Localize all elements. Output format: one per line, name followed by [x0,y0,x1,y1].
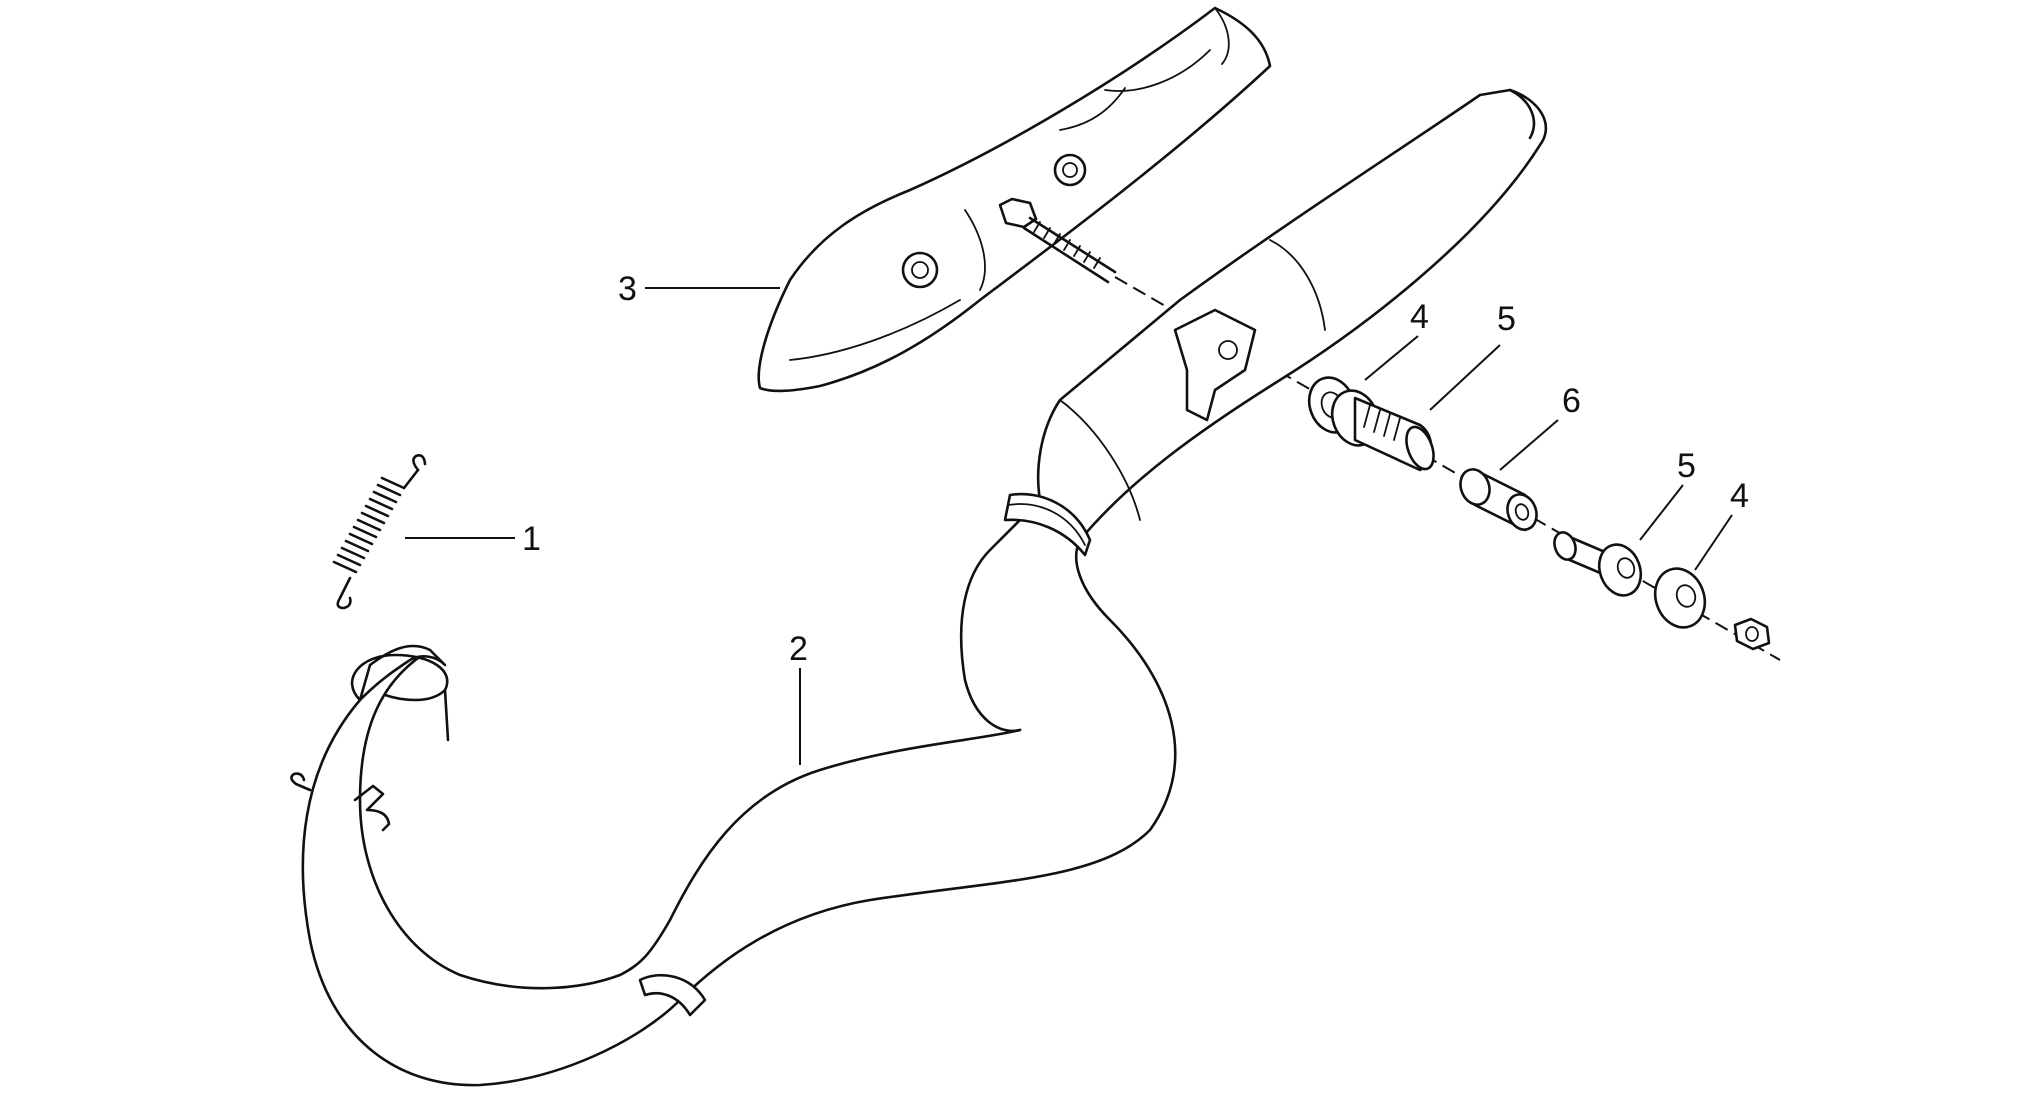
spring-icon [332,454,427,610]
rubber-bush-icon-2 [1553,531,1643,597]
rubber-bush-icon [1330,389,1435,472]
callout-4-lower: 4 [1730,477,1749,515]
callout-leaders [405,287,1733,765]
callout-4-upper: 4 [1410,298,1429,336]
callout-6: 6 [1562,382,1581,420]
callout-2: 2 [789,630,808,668]
spacer-icon [1459,468,1538,532]
callout-1: 1 [522,520,541,558]
nut-icon [1733,617,1771,651]
callout-5-upper: 5 [1497,300,1516,338]
callout-5-lower: 5 [1677,447,1696,485]
exhaust-pipe-icon [290,88,1548,1087]
callout-3: 3 [618,270,637,308]
bolt-icon [998,197,1117,284]
washer-icon-2 [1653,567,1707,629]
